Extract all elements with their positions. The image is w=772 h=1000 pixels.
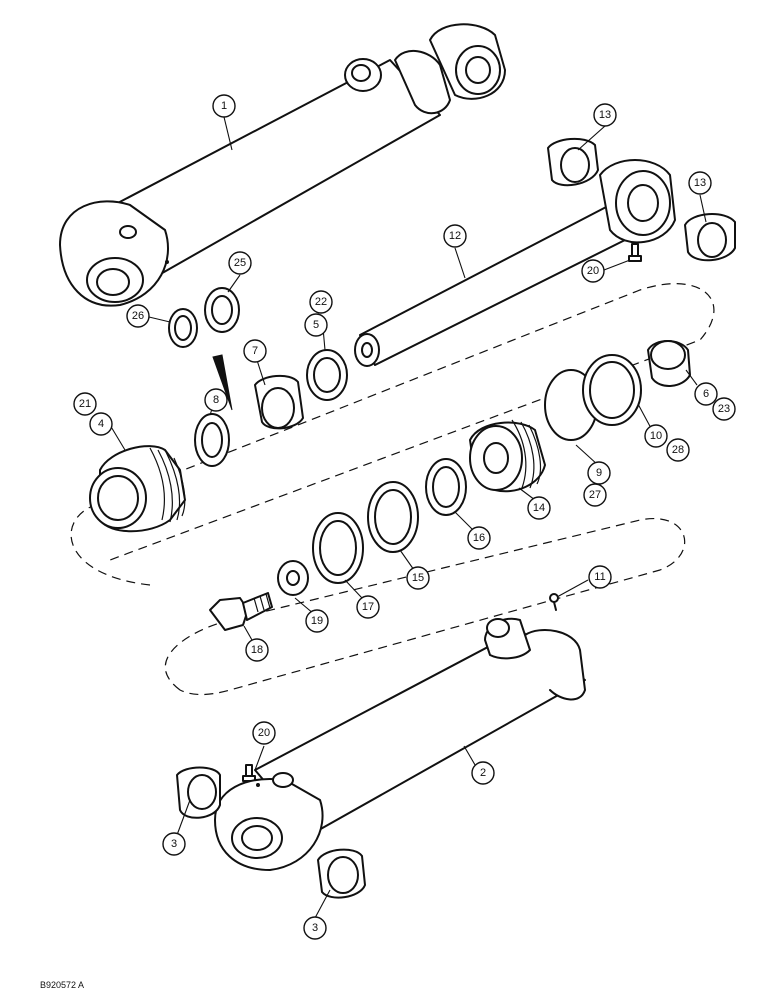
- callout-28: 28: [666, 438, 690, 462]
- dashed-group-outline-upper: [70, 283, 715, 586]
- svg-text:19: 19: [311, 615, 323, 627]
- callout-4: 4: [89, 412, 113, 436]
- callout-26: 26: [126, 304, 150, 328]
- callout-14: 14: [527, 496, 551, 520]
- seal-ring-16: [425, 458, 467, 516]
- rod-seal-25: [204, 287, 240, 333]
- svg-text:10: 10: [650, 430, 662, 442]
- svg-text:14: 14: [533, 502, 545, 514]
- callout-16: 16: [467, 526, 491, 550]
- svg-text:11: 11: [594, 571, 605, 583]
- svg-text:12: 12: [449, 230, 461, 242]
- callout-8: 8: [204, 388, 228, 412]
- svg-text:5: 5: [313, 319, 319, 331]
- callout-20-upper: 20: [581, 259, 605, 283]
- svg-text:8: 8: [213, 394, 219, 406]
- callout-3-bottom: 3: [303, 916, 327, 940]
- callout-21: 21: [73, 392, 97, 416]
- callout-5: 5: [304, 313, 328, 337]
- callout-12: 12: [443, 224, 467, 248]
- svg-text:13: 13: [599, 109, 611, 121]
- svg-text:3: 3: [171, 838, 177, 850]
- svg-text:20: 20: [587, 265, 599, 277]
- bushing-6: [647, 340, 691, 387]
- backup-ring-10: [582, 354, 642, 426]
- bushing-upper-left: [547, 137, 599, 187]
- svg-text:23: 23: [718, 403, 730, 415]
- screw-11: [549, 593, 559, 611]
- svg-text:3: 3: [312, 922, 318, 934]
- dashed-group-outline-lower: [164, 517, 686, 696]
- ring-8: [194, 413, 230, 467]
- svg-text:7: 7: [252, 345, 258, 357]
- callout-13-upper: 13: [593, 103, 617, 127]
- svg-text:27: 27: [589, 489, 601, 501]
- wiper-seal-26: [168, 308, 198, 348]
- cylinder-barrel-upper: [59, 23, 506, 307]
- cylinder-head-gland: [89, 445, 186, 533]
- svg-text:17: 17: [362, 601, 374, 613]
- callout-18: 18: [245, 638, 269, 662]
- callout-6: 6: [694, 382, 718, 406]
- svg-text:22: 22: [315, 296, 327, 308]
- callout-23: 23: [712, 397, 736, 421]
- lip-orientation-marker: [212, 354, 233, 411]
- svg-text:18: 18: [251, 644, 263, 656]
- svg-text:21: 21: [79, 398, 91, 410]
- figure-id-label: B920572 A: [40, 980, 85, 990]
- callout-2: 2: [471, 761, 495, 785]
- callout-20-lower: 20: [252, 721, 276, 745]
- bolt-18: [209, 592, 273, 631]
- bushing-lower-bottom: [317, 848, 366, 899]
- callout-13-right: 13: [688, 171, 712, 195]
- piston-rod: [354, 159, 676, 367]
- svg-text:15: 15: [412, 572, 424, 584]
- svg-text:6: 6: [703, 388, 709, 400]
- callout-22: 22: [309, 290, 333, 314]
- svg-text:25: 25: [234, 257, 246, 269]
- bushing-7: [254, 374, 304, 430]
- bushing-upper-right: [684, 213, 736, 262]
- svg-text:9: 9: [596, 467, 602, 479]
- svg-text:16: 16: [473, 532, 485, 544]
- seal-ring-15: [367, 481, 419, 553]
- svg-text:1: 1: [221, 100, 227, 112]
- callout-11: 11: [588, 565, 612, 589]
- callout-3-left: 3: [162, 832, 186, 856]
- grease-fitting-lower: [242, 764, 256, 782]
- svg-text:4: 4: [98, 418, 104, 430]
- ring-5: [306, 349, 348, 401]
- svg-text:28: 28: [672, 444, 684, 456]
- piston-14: [469, 419, 546, 493]
- callout-10: 10: [644, 424, 668, 448]
- bushing-lower-left: [176, 766, 221, 819]
- callout-19: 19: [305, 609, 329, 633]
- callout-15: 15: [406, 566, 430, 590]
- seal-ring-17: [312, 512, 364, 584]
- callout-27: 27: [583, 483, 607, 507]
- callout-7: 7: [243, 339, 267, 363]
- svg-text:13: 13: [694, 177, 706, 189]
- callout-1: 1: [212, 94, 236, 118]
- grease-fitting-upper: [628, 243, 642, 262]
- svg-text:2: 2: [480, 767, 486, 779]
- callout-9: 9: [587, 461, 611, 485]
- callout-25: 25: [228, 251, 252, 275]
- svg-text:26: 26: [132, 310, 144, 322]
- cylinder-barrel-lower: [214, 617, 586, 871]
- callout-17: 17: [356, 595, 380, 619]
- svg-text:20: 20: [258, 727, 270, 739]
- washer-19: [277, 560, 309, 596]
